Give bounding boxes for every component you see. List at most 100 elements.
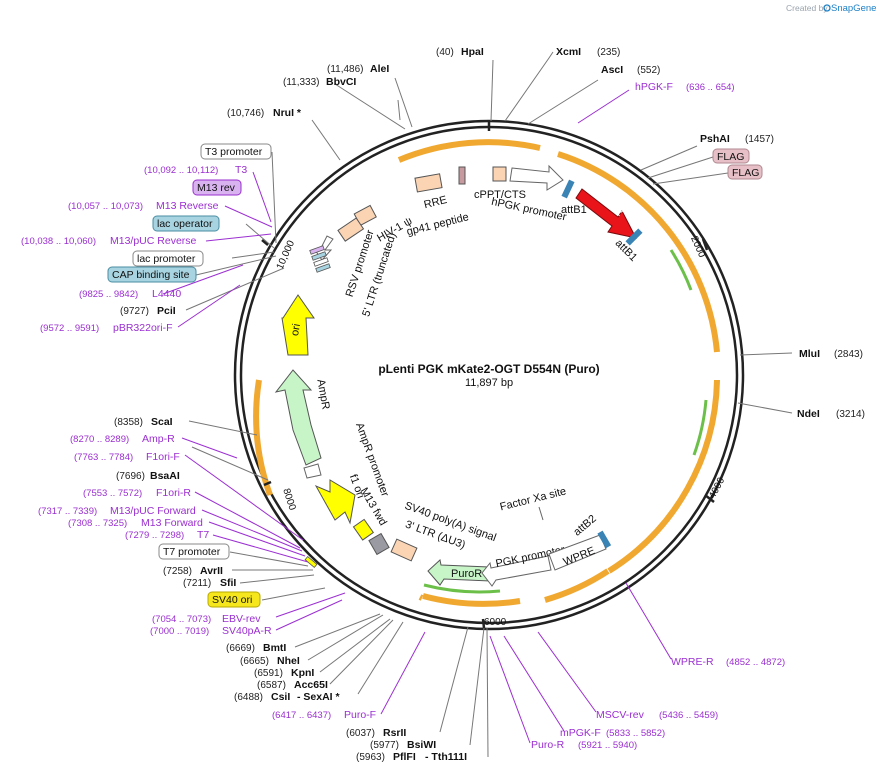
sv40-ori-left-box[interactable]	[304, 556, 318, 568]
primer-mscv[interactable]: MSCV-rev	[596, 709, 645, 721]
primer-m13puc-rev[interactable]: M13/pUC Reverse	[110, 235, 197, 247]
label-sv40-ori[interactable]: SV40 ori	[212, 594, 252, 606]
primer-pos-puror: (5921 .. 5940)	[578, 740, 637, 751]
primer-m13puc-fwd[interactable]: M13/pUC Forward	[110, 505, 196, 517]
leader-m13puc-fwd	[201, 509, 303, 552]
site-hpai[interactable]: HpaI	[461, 46, 484, 58]
cppt-cts-box[interactable]	[492, 166, 507, 182]
leader-pcii	[185, 267, 285, 311]
primer-mpgkf[interactable]: mPGK-F	[560, 727, 601, 739]
site-nrui[interactable]: NruI *	[273, 107, 302, 119]
primer-f1ori-f[interactable]: F1ori-F	[146, 451, 180, 463]
primer-purof[interactable]: Puro-F	[344, 709, 376, 721]
leader-hpai	[490, 59, 494, 122]
primer-m13rev[interactable]: M13 Reverse	[156, 200, 219, 212]
site-bsiwi[interactable]: BsiWI	[407, 739, 436, 751]
ltr5-box[interactable]	[337, 217, 365, 242]
primer-sv40pa[interactable]: SV40pA-R	[222, 625, 272, 637]
primer-ampr[interactable]: Amp-R	[142, 433, 175, 445]
leader-hpgkf	[577, 89, 630, 124]
site-bmti[interactable]: BmtI	[263, 642, 286, 654]
primer-wprer[interactable]: WPRE-R	[671, 656, 714, 668]
site-csii[interactable]: CsiI	[271, 691, 290, 703]
primer-t7[interactable]: T7	[197, 529, 209, 541]
hpgk-promoter-feature[interactable]	[509, 164, 564, 191]
site-asci[interactable]: AscI	[601, 64, 623, 76]
mkate2-feature[interactable]	[575, 188, 637, 239]
primer-pos-t7: (7279 .. 7298)	[125, 530, 184, 541]
label-cap-binding[interactable]: CAP binding site	[112, 269, 190, 281]
pgk-promoter-feature[interactable]	[481, 555, 552, 587]
site-pos-hpai: (40)	[436, 47, 454, 58]
site-sfii[interactable]: SfiI	[220, 577, 236, 589]
site-sexai[interactable]: - SexAI *	[297, 691, 341, 703]
site-pos-sfii: (7211)	[183, 578, 211, 589]
site-tth111i[interactable]: - Tth111I	[425, 751, 467, 763]
f1-ori-feature[interactable]	[314, 479, 356, 525]
boxed-labels: T3 promoter M13 rev lac operator lac pro…	[107, 143, 763, 608]
primer-f1ori-r[interactable]: F1ori-R	[156, 487, 191, 499]
label-t3-promoter[interactable]: T3 promoter	[205, 146, 263, 158]
rre-box[interactable]	[414, 173, 443, 193]
site-ndei[interactable]: NdeI	[797, 408, 820, 420]
sv40-ori-box[interactable]	[352, 518, 375, 541]
ampr-promoter-feature[interactable]	[303, 463, 322, 479]
wpre-feature[interactable]	[548, 534, 607, 571]
puror-label: PuroR	[451, 568, 482, 580]
primer-ebv[interactable]: EBV-rev	[222, 613, 261, 625]
site-pos-asci: (552)	[637, 65, 660, 76]
lac-promoter-box[interactable]	[313, 257, 329, 267]
primer-pos-mpgkf: (5833 .. 5852)	[606, 728, 665, 739]
label-flag-1[interactable]: FLAG	[717, 151, 744, 163]
ampr-feature[interactable]	[274, 369, 322, 466]
site-xcmi[interactable]: XcmI	[556, 46, 581, 58]
site-scai[interactable]: ScaI	[151, 416, 173, 428]
site-pos-scai: (8358)	[114, 417, 143, 428]
primer-pbr322[interactable]: pBR322ori-F	[113, 322, 173, 334]
leader-acc65i	[329, 619, 394, 685]
gp41-peptide-box[interactable]	[458, 166, 466, 185]
primer-l4440[interactable]: L4440	[152, 288, 181, 300]
site-pos-bbvci: (11,333)	[283, 77, 320, 88]
primer-m13fwd[interactable]: M13 Forward	[141, 517, 203, 529]
site-rsrii[interactable]: RsrII	[383, 727, 406, 739]
leader-t3	[252, 171, 272, 223]
green-arc-3	[423, 583, 501, 594]
site-bsaai[interactable]: BsaAI	[150, 470, 180, 482]
site-kpni[interactable]: KpnI	[291, 667, 314, 679]
site-bbvci[interactable]: BbvCI	[326, 76, 356, 88]
site-acc65i[interactable]: Acc65I	[294, 679, 328, 691]
primer-t3[interactable]: T3	[235, 164, 247, 176]
restriction-sites: (40) XcmI HpaI XcmI (235) AscI (552) Psh…	[114, 46, 865, 763]
site-pshai[interactable]: PshAI	[700, 133, 730, 145]
leader-f1ori-r	[194, 491, 301, 549]
primer-puror[interactable]: Puro-R	[531, 739, 565, 751]
label-lac-promoter[interactable]: lac promoter	[137, 253, 196, 265]
label-t7-promoter[interactable]: T7 promoter	[163, 546, 221, 558]
lac-operator-box[interactable]	[311, 251, 327, 261]
ltr3-box[interactable]	[390, 538, 418, 562]
site-avrii[interactable]: AvrII	[200, 565, 223, 577]
label-flag-2[interactable]: FLAG	[732, 167, 759, 179]
site-pos-pshai: (1457)	[745, 134, 774, 145]
ori-feature[interactable]	[281, 294, 315, 356]
site-pcii[interactable]: PciI	[157, 305, 176, 317]
cap-binding-box[interactable]	[315, 263, 331, 273]
site-pos-ndei: (3214)	[836, 409, 865, 420]
sv40-polya-box[interactable]	[368, 532, 390, 556]
leader-m13rev	[224, 205, 273, 228]
attb1-box-a	[561, 179, 575, 199]
leader-sv40pa	[275, 599, 343, 631]
primer-hpgkf[interactable]: hPGK-F	[635, 81, 673, 93]
leader-alei	[394, 77, 413, 128]
ampr-label: AmpR	[314, 378, 331, 410]
site-pos-rsrii: (6037)	[346, 728, 375, 739]
site-mlui[interactable]: MluI	[799, 348, 820, 360]
m13-rev-box[interactable]	[309, 245, 325, 255]
site-nhei[interactable]: NheI	[277, 655, 300, 667]
label-m13rev[interactable]: M13 rev	[197, 182, 236, 194]
label-lac-operator[interactable]: lac operator	[157, 218, 213, 230]
site-alei[interactable]: AleI	[370, 63, 389, 75]
site-pflfi[interactable]: PflFI	[393, 751, 416, 763]
